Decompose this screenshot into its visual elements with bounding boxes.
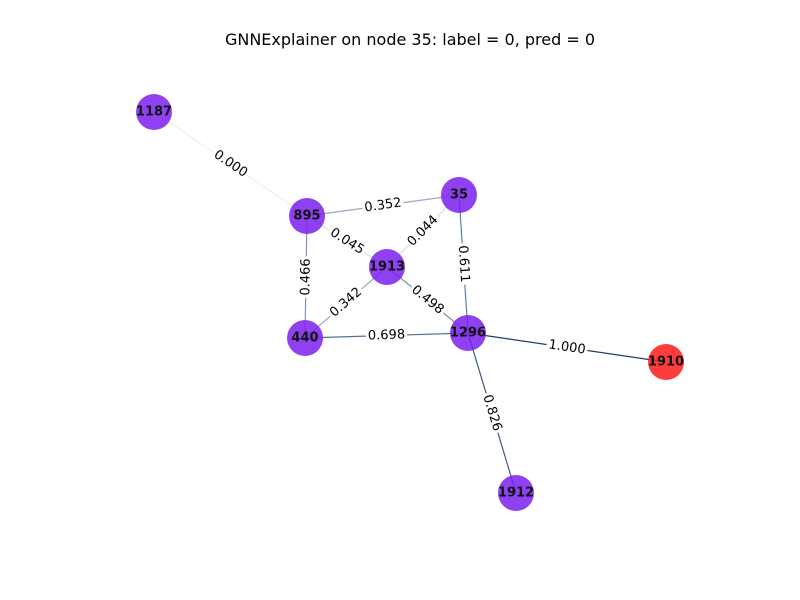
node-circle <box>648 344 684 380</box>
node-label: 1187 <box>136 105 172 120</box>
edge-label: 0.352 <box>364 196 403 216</box>
edge-label-group-35-1296: 0.611 <box>453 242 474 286</box>
edge-label-bg <box>477 390 507 436</box>
node-label: 895 <box>293 209 320 224</box>
edge-label-bg <box>402 210 444 252</box>
edge-label-group-1913-1296: 0.498 <box>406 280 449 320</box>
edge-label: 0.342 <box>327 285 365 321</box>
chart-title: GNNExplainer on node 35: label = 0, pred… <box>225 30 595 49</box>
node-label: 1912 <box>498 486 534 501</box>
edge-label: 0.044 <box>405 213 442 250</box>
node-1296: 1296 <box>450 315 486 351</box>
edge-label-bg <box>453 242 474 286</box>
node-1912: 1912 <box>498 475 534 511</box>
edge-label: 0.611 <box>455 245 472 283</box>
edge-label-group-895-35: 0.352 <box>361 194 405 217</box>
edge-label: 0.466 <box>298 258 314 295</box>
node-circle <box>450 315 486 351</box>
edge-labels-layer: 0.000 0.352 0.045 0.044 0.466 0.611 0.342 0.498… <box>208 145 589 436</box>
edge-label-bg <box>406 280 449 320</box>
node-label: 1910 <box>648 355 684 370</box>
node-35: 35 <box>441 177 477 213</box>
edge-label-bg <box>324 282 368 323</box>
edge-label: 0.045 <box>327 225 366 258</box>
edge-label-group-440-1296: 0.698 <box>365 326 408 345</box>
node-label: 440 <box>291 331 318 346</box>
node-circle <box>289 198 325 234</box>
node-circle <box>287 320 323 356</box>
node-circle <box>498 475 534 511</box>
edge-label-bg <box>545 336 589 359</box>
edge-label-bg <box>365 326 408 345</box>
edge-label: 0.698 <box>368 327 406 343</box>
node-label: 1296 <box>450 326 486 341</box>
edge-label-bg <box>325 223 369 260</box>
edge-label-group-1913-440: 0.342 <box>324 282 368 323</box>
node-1187: 1187 <box>136 94 172 130</box>
node-895: 895 <box>289 198 325 234</box>
edge-label-bg <box>208 145 253 183</box>
node-circle <box>369 249 405 285</box>
edge-label-bg <box>361 194 405 217</box>
node-label: 35 <box>450 188 468 203</box>
edge-label: 1.000 <box>548 337 587 357</box>
node-circle <box>441 177 477 213</box>
node-circle <box>136 94 172 130</box>
node-1910: 1910 <box>648 344 684 380</box>
edge-label-group-1296-1910: 1.000 <box>545 336 589 359</box>
edge-label-group-1296-1912: 0.826 <box>477 390 507 436</box>
edge-label-group-1187-895: 0.000 <box>208 145 253 183</box>
node-440: 440 <box>287 320 323 356</box>
edge-label-bg <box>297 256 315 298</box>
edge-label-group-35-1913: 0.044 <box>402 210 444 252</box>
edge-label-group-895-440: 0.466 <box>297 256 315 298</box>
nodes-layer: 1187 895 35 1913 440 1296 1910 1912 <box>136 94 684 511</box>
node-label: 1913 <box>369 260 405 275</box>
node-1913: 1913 <box>369 249 405 285</box>
edge-label-group-895-1913: 0.045 <box>325 223 369 260</box>
